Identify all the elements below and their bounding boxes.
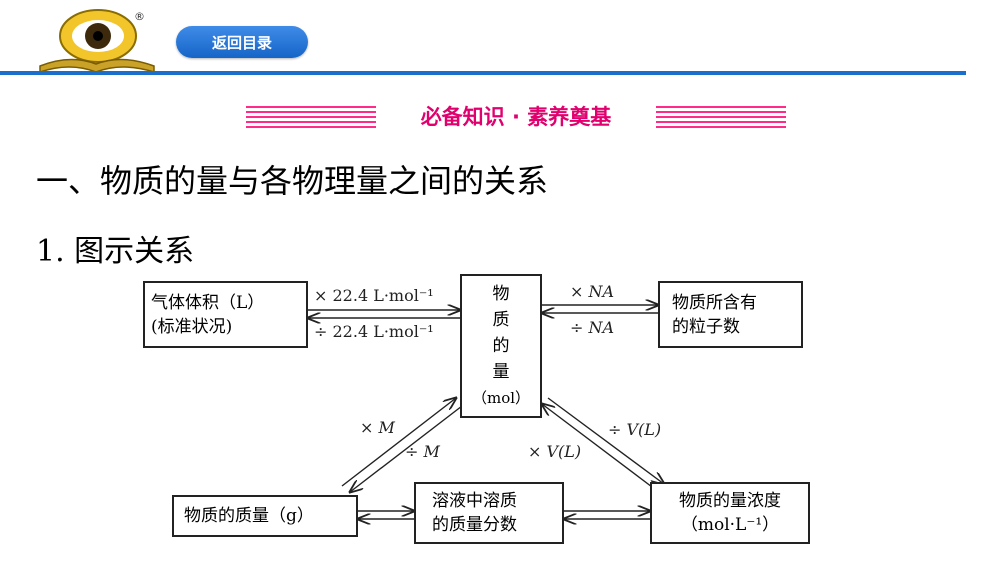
label-divide-avogadro: ÷ NA	[570, 318, 615, 337]
logo	[30, 6, 160, 76]
label-multiply-molar-volume: × 22.4 L·mol⁻¹	[314, 286, 434, 305]
label-multiply-avogadro: × NA	[570, 282, 615, 301]
node-mass-label: 物质的质量（g）	[184, 506, 314, 526]
arrow-amount-to-mass	[350, 405, 463, 492]
node-concentration-line1: 物质的量浓度	[679, 491, 781, 511]
node-amount-char-2: 质	[492, 310, 510, 330]
back-to-contents-button[interactable]: 返回目录	[176, 26, 308, 58]
label-divide-molar-mass: ÷ M	[405, 442, 440, 461]
section-heading: 一、物质的量与各物理量之间的关系	[36, 162, 549, 200]
section-banner: 必备知识 · 素养奠基	[246, 100, 786, 134]
subsection-heading: 1. 图示关系	[36, 234, 195, 269]
node-particle-count: 物质所含有 的粒子数	[658, 281, 803, 348]
node-amount-char-3: 的	[492, 336, 510, 356]
registered-icon: ®	[134, 10, 145, 23]
node-fraction-line1: 溶液中溶质	[432, 491, 517, 511]
node-gas-volume-line1: 气体体积（L）	[151, 292, 265, 313]
node-concentration-line2: （mol·L⁻¹）	[680, 515, 780, 535]
arrow-amount-to-concentration	[547, 397, 664, 484]
node-amount-char-1: 物	[492, 284, 510, 304]
node-fraction-line2: 的质量分数	[432, 515, 517, 535]
banner-decoration-right	[656, 106, 786, 128]
node-amount-char-4: 量	[492, 362, 510, 382]
node-particle-line2: 的粒子数	[672, 316, 740, 337]
label-multiply-molar-mass: × M	[360, 418, 395, 437]
label-divide-volume: ÷ V(L)	[608, 420, 662, 439]
header-divider	[0, 71, 966, 75]
label-multiply-volume: × V(L)	[528, 442, 582, 461]
node-gas-volume: 气体体积（L） (标准状况)	[143, 281, 308, 348]
node-mass-fraction: 溶液中溶质 的质量分数	[414, 482, 564, 544]
node-particle-line1: 物质所含有	[672, 292, 757, 313]
node-molar-concentration: 物质的量浓度 （mol·L⁻¹）	[650, 482, 810, 544]
node-mass: 物质的质量（g）	[172, 495, 358, 537]
label-divide-molar-volume: ÷ 22.4 L·mol⁻¹	[314, 322, 434, 341]
banner-decoration-left	[246, 106, 376, 128]
arrow-concentration-to-amount	[542, 404, 657, 491]
node-gas-volume-line2: (标准状况)	[151, 316, 233, 337]
arrow-mass-to-amount	[341, 398, 456, 487]
node-amount-of-substance: 物 质 的 量 （mol）	[460, 274, 542, 418]
node-amount-unit: （mol）	[471, 389, 531, 407]
banner-title: 必备知识 · 素养奠基	[420, 105, 612, 129]
